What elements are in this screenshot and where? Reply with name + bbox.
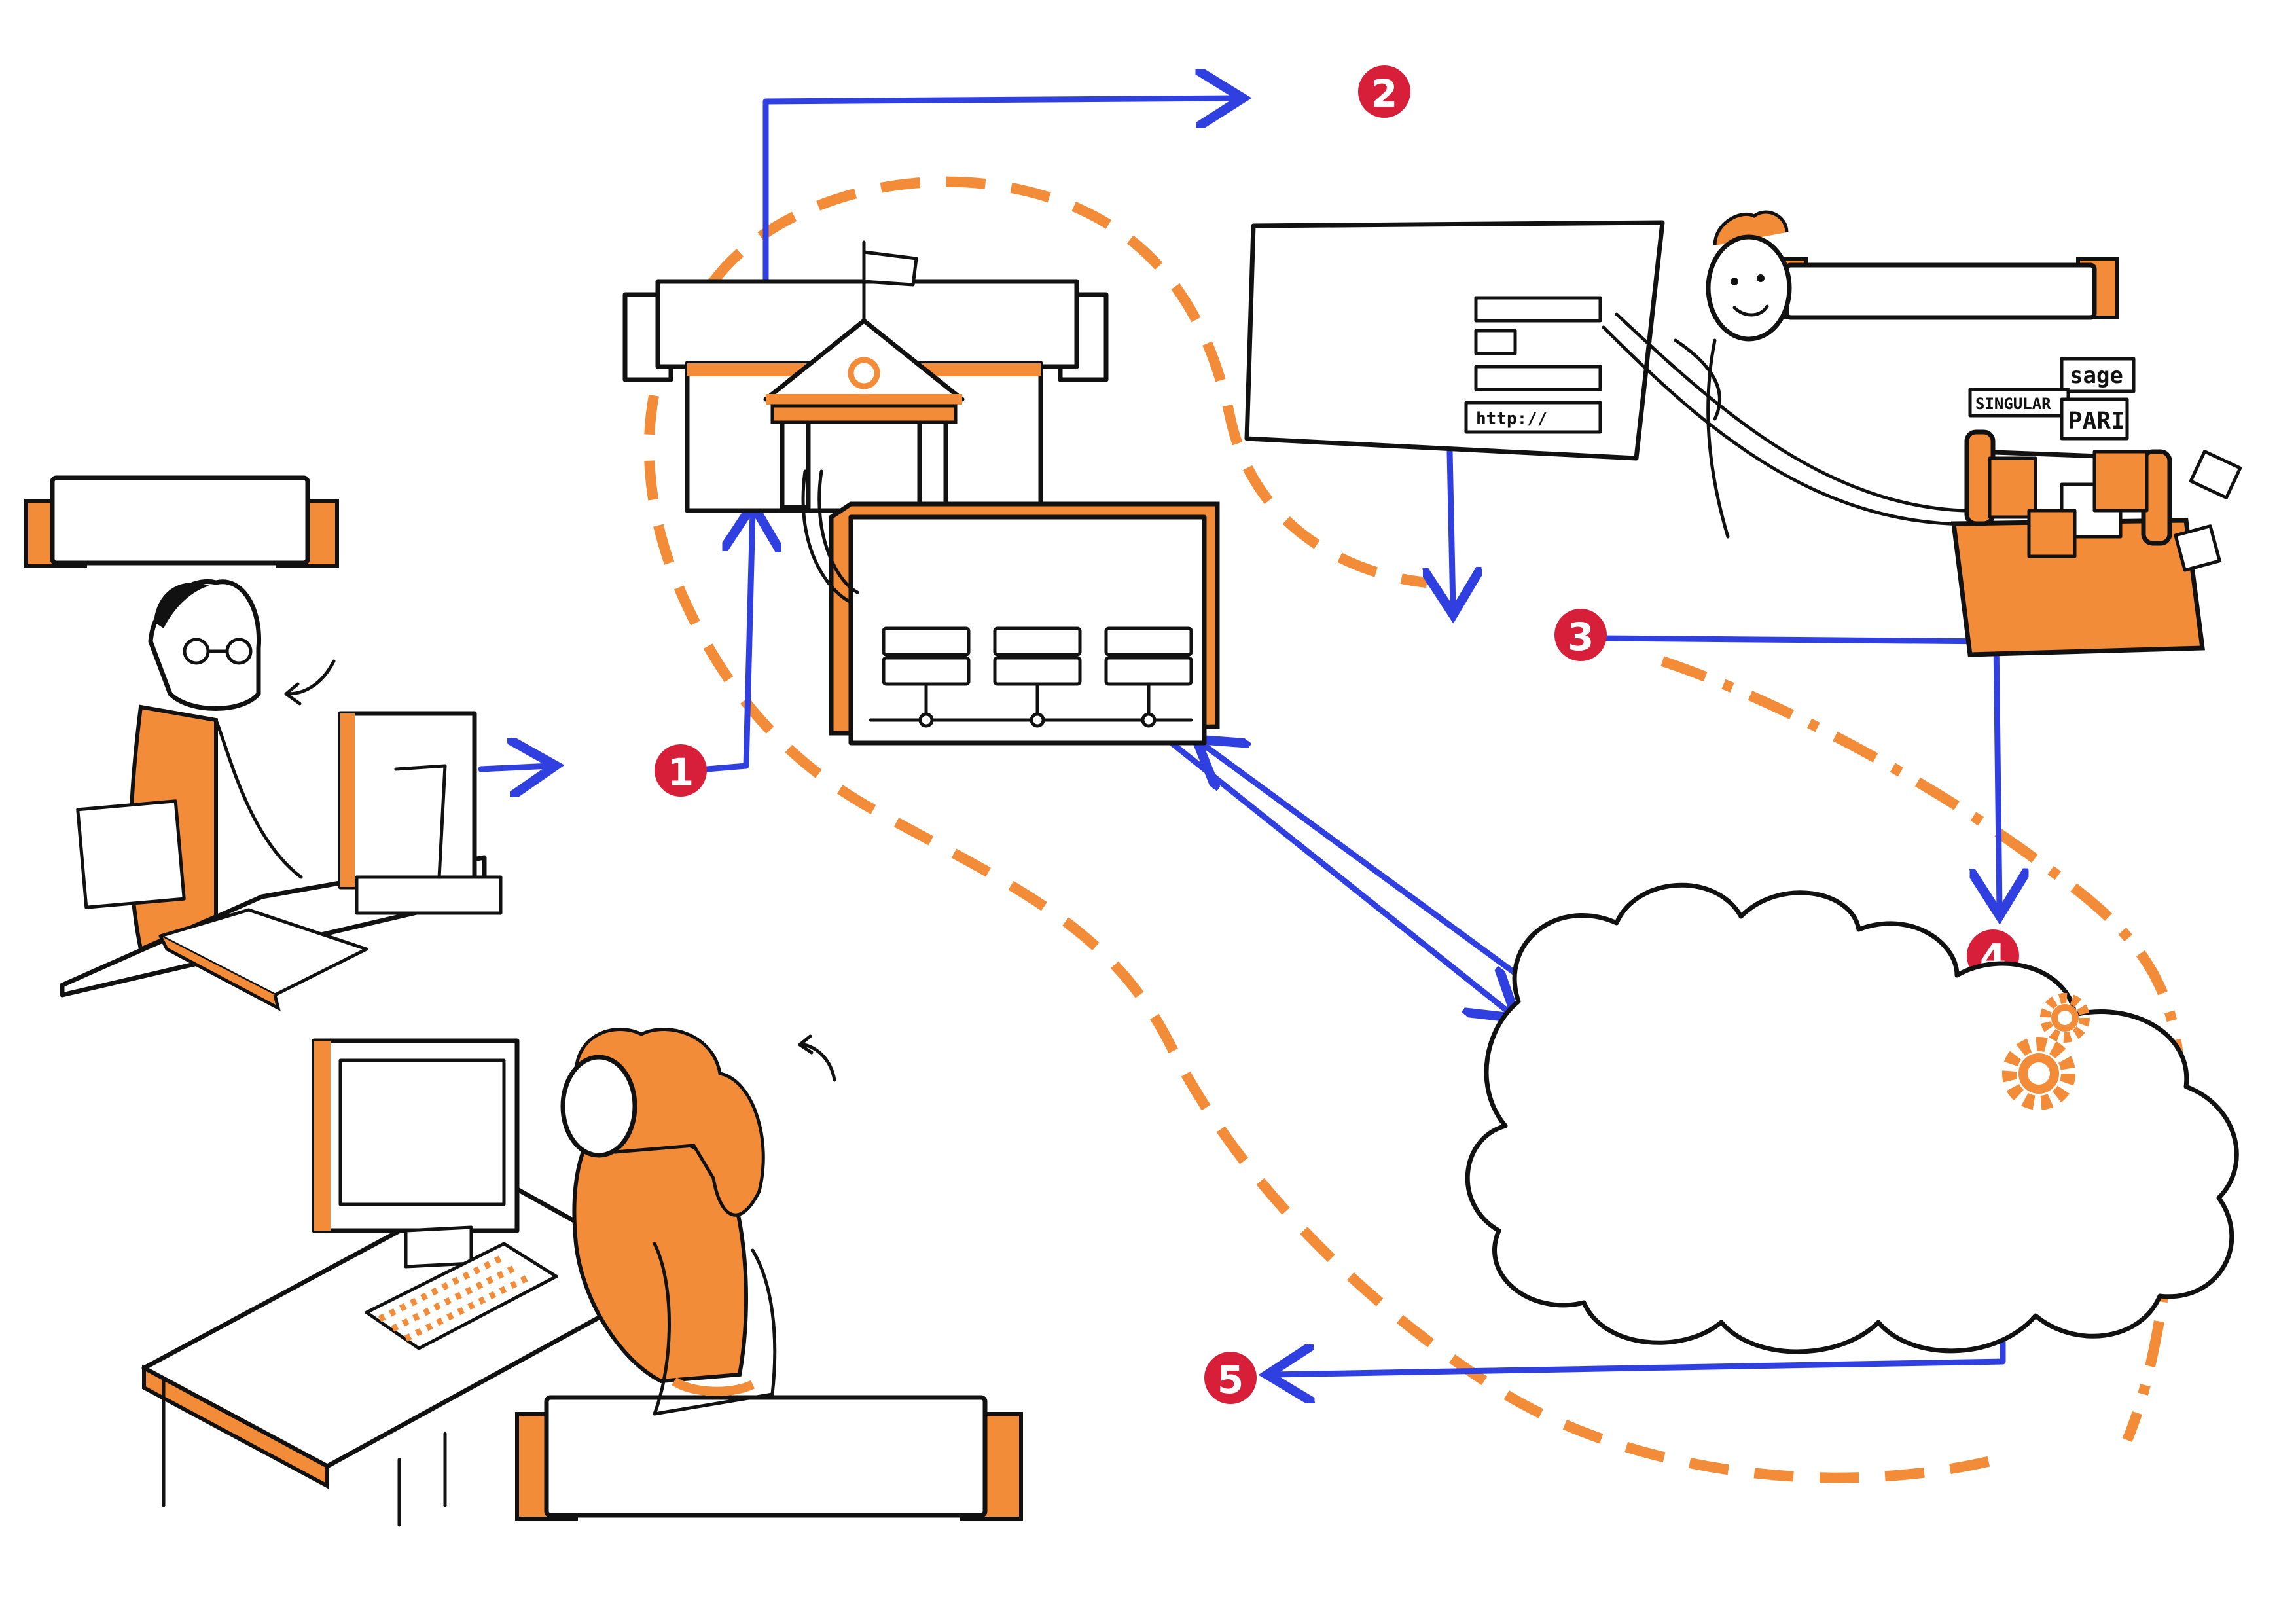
step-marker-3: 3: [1554, 609, 1607, 661]
researcher-desk-scene: [60, 579, 503, 1011]
server-unit-3: [1104, 626, 1193, 686]
banner-top-left: [24, 475, 339, 568]
step-marker-2: 2: [1358, 65, 1410, 118]
logo-pari: PARI: [2060, 397, 2129, 441]
helper-character: [1602, 210, 1992, 539]
svg-text:PARI: PARI: [2068, 408, 2125, 435]
logo-sage: sage: [2060, 357, 2136, 393]
web-form-panel: http://: [1244, 220, 1665, 461]
flow-arrow-to-2: [762, 98, 1237, 285]
server-unit-1: [882, 626, 971, 686]
pointer-arrows: [284, 659, 836, 1082]
svg-text:3: 3: [1568, 615, 1594, 659]
toolbox: sage SINGULAR PARI: [1951, 357, 2242, 657]
svg-text:2: 2: [1371, 71, 1397, 116]
banner-top-right: [1765, 257, 2119, 320]
desktop-monitor: [338, 711, 477, 890]
server-rack: [801, 469, 1220, 746]
svg-text:SINGULAR: SINGULAR: [1975, 395, 2051, 413]
flow-arrow-form-down: [1450, 448, 1453, 609]
flow-arrow-server-to-cloud: [1168, 740, 1512, 1015]
flow-arrow-cloud-to-server: [1201, 743, 1535, 988]
cloud: [1465, 882, 2239, 1354]
student-desk-scene: [141, 1028, 777, 1527]
institution-building: [685, 240, 1043, 513]
flow-arrow-3-to-4: [1597, 635, 2000, 910]
step-marker-1: 1: [655, 744, 707, 797]
url-field-text: http://: [1476, 409, 1548, 429]
step-marker-5: 5: [1204, 1352, 1257, 1404]
banner-bottom-right: [515, 1395, 1023, 1521]
svg-text:1: 1: [668, 750, 694, 795]
gear-small-icon: [2040, 993, 2090, 1043]
server-unit-2: [993, 626, 1082, 686]
gear-large-icon: [2002, 1037, 2075, 1110]
url-field: [1464, 401, 1602, 434]
flow-arrow-1-up: [704, 511, 753, 772]
svg-text:5: 5: [1217, 1358, 1244, 1402]
process-loop: [643, 176, 2185, 1483]
svg-text:sage: sage: [2070, 363, 2123, 389]
logo-singular: SINGULAR: [1968, 388, 2070, 418]
flow-arrow-desk-out: [478, 766, 550, 769]
